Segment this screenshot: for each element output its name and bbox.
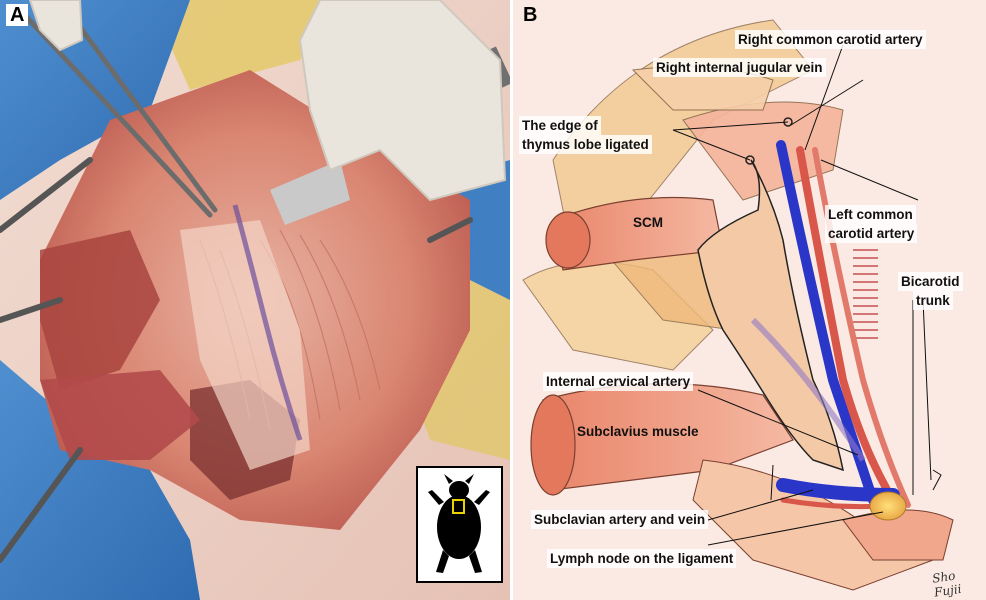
trachea: [853, 249, 878, 339]
forceps-icon: [17, 0, 218, 218]
label-right-common-carotid: Right common carotid artery: [735, 30, 926, 49]
surgical-photo: [0, 0, 510, 600]
internal-cervical-artery: [750, 317, 866, 462]
anatomy-illustration: [513, 0, 986, 600]
panel-letter-a: A: [6, 4, 29, 26]
label-scm: SCM: [633, 215, 663, 230]
label-thymus-edge-line2: thymus lobe ligated: [519, 135, 652, 154]
anatomy-illustration-panel: B Right common carotid artery Right inte…: [513, 0, 986, 600]
lymph-node: [869, 491, 907, 521]
label-subclavius: Subclavius muscle: [577, 424, 699, 439]
label-lymph-node: Lymph node on the ligament: [547, 549, 737, 568]
leader-lines: [672, 44, 932, 546]
surgical-photo-panel: A: [0, 0, 510, 600]
gloved-hand: [298, 0, 507, 202]
pig-silhouette-icon: [428, 474, 490, 573]
right-common-carotid: [796, 146, 897, 504]
thymus-lobe: [697, 159, 844, 472]
surgical-drape-top: [0, 0, 190, 200]
label-thymus-edge-line1: The edge of: [519, 116, 601, 135]
label-left-common-carotid-line2: carotid artery: [825, 224, 918, 243]
label-internal-cervical: Internal cervical artery: [543, 372, 694, 391]
panel-letter-b: B: [523, 4, 538, 26]
label-subclavian: Subclavian artery and vein: [531, 510, 709, 529]
label-bicarotid-line2: trunk: [913, 291, 953, 310]
label-right-internal-jugular: Right internal jugular vein: [653, 58, 826, 77]
label-bicarotid-line1: Bicarotid: [898, 272, 963, 291]
surgical-drape-bottom: [0, 360, 200, 600]
label-left-common-carotid-line1: Left common: [825, 205, 916, 224]
